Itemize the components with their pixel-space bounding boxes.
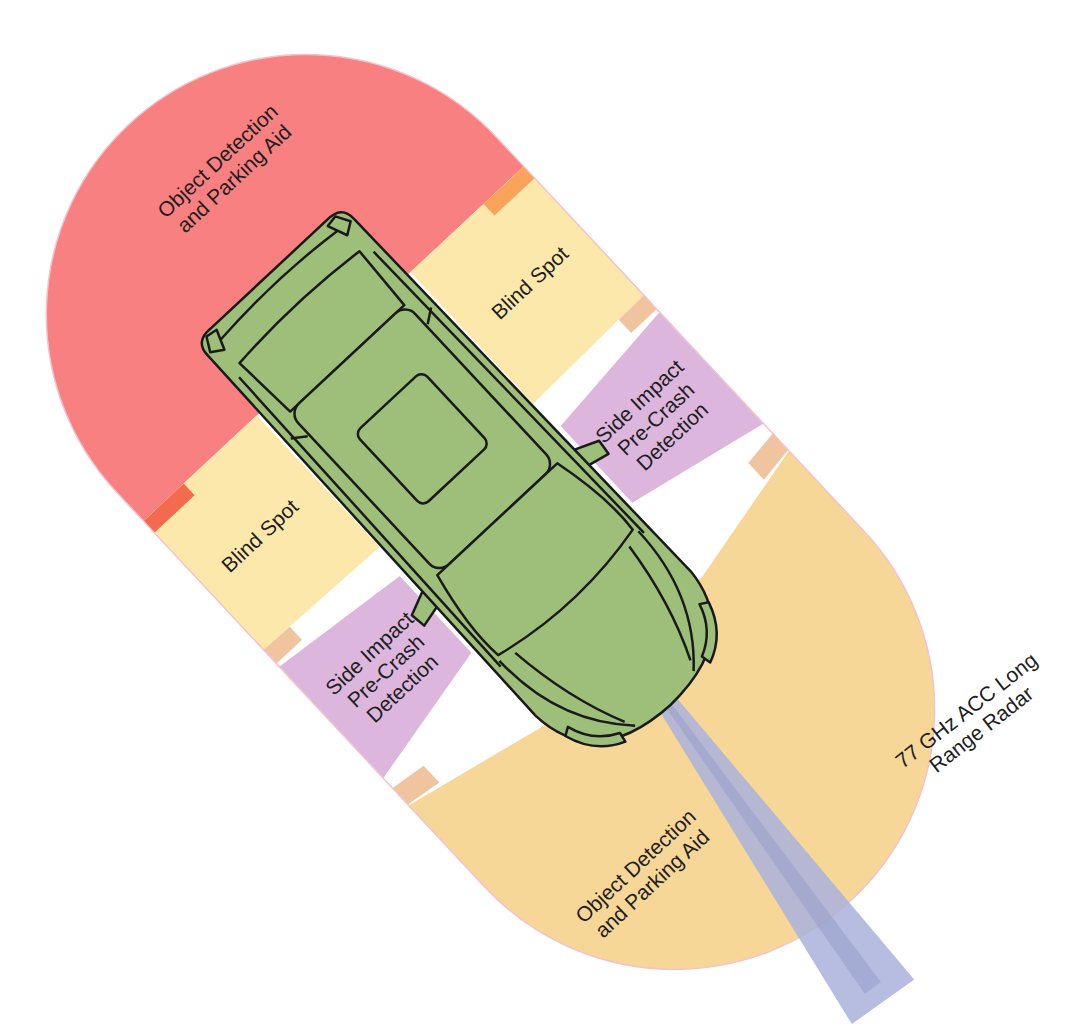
car-illustration (175, 187, 764, 792)
